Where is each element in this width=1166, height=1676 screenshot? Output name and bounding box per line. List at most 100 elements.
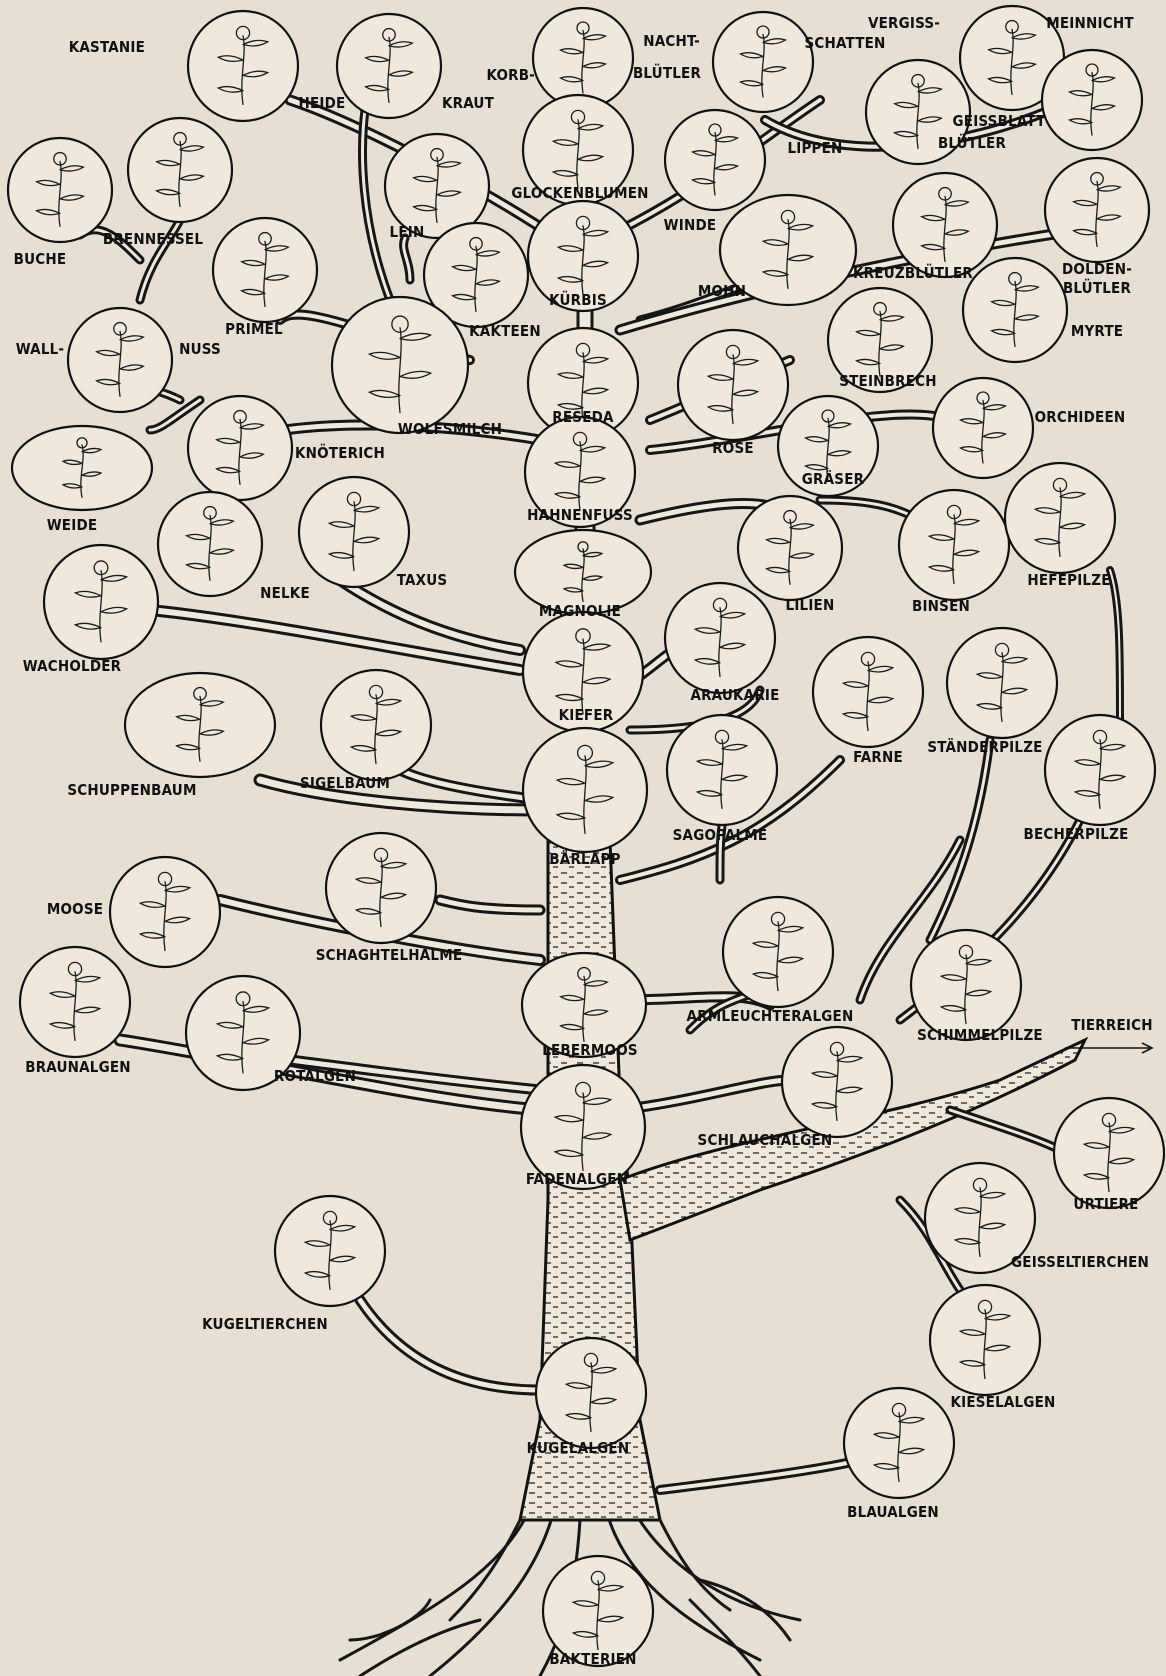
- label-graser: GRÄSER: [802, 469, 865, 488]
- label-kastanie: KASTANIE: [69, 38, 145, 56]
- yeast-icon: [1005, 463, 1115, 573]
- label-geissblatt: GEISSBLATT: [953, 112, 1047, 130]
- label-steinbrech: STEINBRECH: [839, 372, 937, 390]
- label-sagopalme: SAGOPALME: [673, 826, 768, 844]
- label-nacht: NACHT-: [643, 32, 700, 50]
- label-rotalgen: ROTALGEN: [274, 1067, 356, 1085]
- label-dolden: DOLDEN-: [1062, 260, 1132, 278]
- label-lippen: LIPPEN: [787, 139, 842, 157]
- label-blutler4: BLÜTLER: [1063, 278, 1132, 297]
- label-wolfsmilch: WOLFSMILCH: [398, 420, 502, 438]
- label-tierreich: TIERREICH: [1071, 1016, 1152, 1034]
- label-vergiss: VERGISS-: [868, 14, 940, 32]
- lily-icon: [738, 496, 842, 600]
- label-lein: LEIN: [390, 223, 425, 241]
- nettle-icon: [128, 118, 232, 222]
- label-kakteen: KAKTEEN: [469, 322, 541, 340]
- label-schimmelpilze: SCHIMMELPILZE: [917, 1026, 1043, 1044]
- label-mohn: MOHN: [698, 282, 746, 300]
- label-barlapp: BÄRLAPP: [549, 849, 620, 868]
- label-schatten: SCHATTEN: [804, 34, 885, 52]
- label-lilien: LILIEN: [786, 596, 835, 614]
- fern-icon: [813, 637, 923, 747]
- label-farne: FARNE: [853, 748, 903, 766]
- label-glockenblumen: GLOCKENBLUMEN: [511, 184, 648, 202]
- chestnut-leaf-icon: [188, 11, 298, 121]
- label-moose: MOOSE: [47, 900, 103, 918]
- label-kieselalgen: KIESELALGEN: [950, 1393, 1055, 1411]
- label-kreuzblutler: KREUZBLÜTLER: [853, 263, 973, 282]
- sago-palm-icon: [667, 715, 777, 825]
- label-kugeltierchen: KUGELTIERCHEN: [202, 1315, 328, 1333]
- label-hahnenfuss: HAHNENFUSS: [527, 506, 633, 524]
- juniper-icon: [44, 545, 158, 659]
- crucifer-icon: [893, 173, 997, 277]
- label-winde: WINDE: [664, 216, 717, 234]
- label-wacholder: WACHOLDER: [23, 657, 122, 675]
- carnation-icon: [158, 492, 262, 596]
- rose-icon: [678, 330, 788, 440]
- willow-icon: [12, 426, 152, 510]
- label-schlauchalgen: SCHLAUCHALGEN: [698, 1131, 833, 1149]
- label-rose: ROSE: [712, 439, 754, 457]
- label-blutler2: BLÜTLER: [938, 133, 1007, 152]
- sphere-algae-icon: [536, 1338, 646, 1448]
- label-schaghtelhalme: SCHAGHTELHALME: [316, 946, 463, 964]
- myrtle-icon: [963, 258, 1067, 362]
- mold-icon: [911, 930, 1021, 1040]
- meinnicht-icon: [1042, 50, 1142, 150]
- label-primel: PRIMEL: [225, 320, 283, 338]
- label-nuss: NUSS: [179, 340, 221, 358]
- mushroom-icon: [947, 628, 1057, 738]
- tube-algae-icon: [782, 1027, 892, 1137]
- cup-fungus-icon: [1045, 715, 1155, 825]
- clubmoss-icon: [523, 728, 647, 852]
- scale-tree-icon: [125, 673, 275, 777]
- beech-leaf-icon: [8, 138, 112, 242]
- moss-icon: [110, 857, 220, 967]
- knotweed-icon: [188, 396, 292, 500]
- label-standerpilze: STÄNDERPILZE: [927, 737, 1042, 756]
- node-circles: [8, 6, 1164, 1666]
- label-blutler1: BLÜTLER: [633, 63, 702, 82]
- label-binsen: BINSEN: [912, 597, 970, 615]
- label-wall: WALL-: [16, 340, 64, 358]
- diatom-icon: [930, 1285, 1040, 1395]
- heather-icon: [337, 14, 441, 118]
- label-braunalgen: BRAUNALGEN: [25, 1058, 131, 1076]
- nightshade-icon: [713, 12, 813, 112]
- bindweed-icon: [665, 110, 765, 210]
- label-weide: WEIDE: [47, 516, 98, 534]
- blue-algae-icon: [844, 1388, 954, 1498]
- label-araukarie: ARAUKARIE: [690, 686, 779, 704]
- rush-icon: [899, 490, 1009, 600]
- label-kraut: KRAUT: [442, 94, 495, 112]
- yew-icon: [299, 477, 409, 587]
- label-taxus: TAXUS: [397, 571, 448, 589]
- label-myrte: MYRTE: [1071, 322, 1123, 340]
- label-kurbis: KÜRBIS: [549, 290, 607, 309]
- label-nelke: NELKE: [260, 584, 310, 602]
- label-sigelbaum: SIGELBAUM: [300, 774, 390, 792]
- label-blaualgen: BLAUALGEN: [847, 1503, 939, 1521]
- primrose-icon: [213, 218, 317, 322]
- label-armleuchteralgen: ARMLEUCHTERALGEN: [687, 1007, 854, 1025]
- label-bakterien: BAKTERIEN: [549, 1650, 636, 1668]
- orchid-icon: [933, 378, 1033, 478]
- horsetail-icon: [326, 833, 436, 943]
- label-schuppenbaum: SCHUPPENBAUM: [67, 781, 196, 799]
- label-urtiere: URTIERE: [1073, 1195, 1138, 1213]
- araucaria-icon: [665, 583, 775, 693]
- label-geisseltierchen: GEISSELTIERCHEN: [1011, 1253, 1149, 1271]
- label-korb: KORB-: [486, 66, 535, 84]
- stonewort-icon: [723, 897, 833, 1007]
- label-becherpilze: BECHERPILZE: [1023, 825, 1128, 843]
- amoeba-icon: [1054, 1098, 1164, 1208]
- daisy-icon: [533, 8, 633, 108]
- label-kugelalgen: KUGELALGEN: [527, 1439, 630, 1457]
- brown-algae-icon: [20, 947, 130, 1057]
- label-hefepilze: HEFEPILZE: [1027, 571, 1110, 589]
- label-heide: HEIDE: [299, 94, 346, 112]
- label-meinnicht: MEINNICHT: [1046, 14, 1134, 32]
